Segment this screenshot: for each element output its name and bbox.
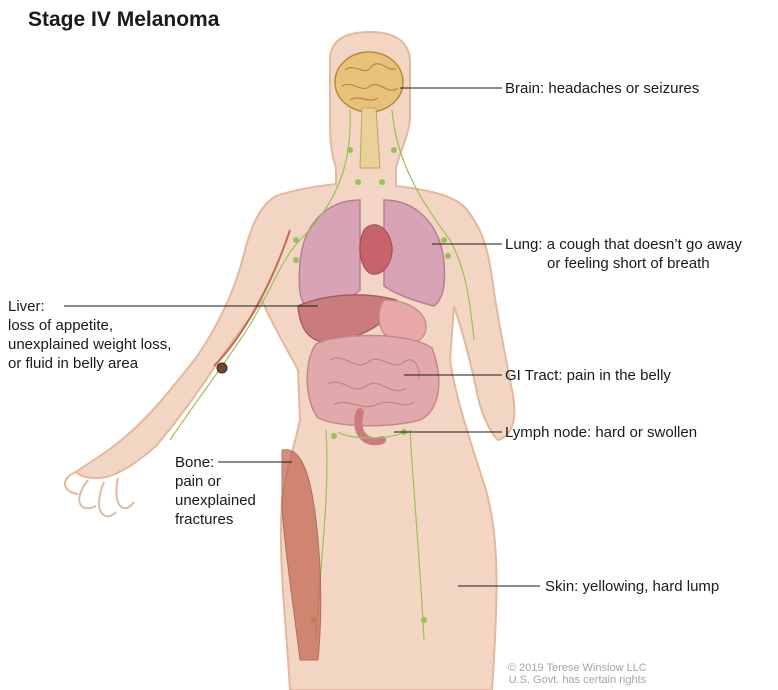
skin-label: Skin: yellowing, hard lump	[545, 577, 719, 596]
gi-tract-label: GI Tract: pain in the belly	[505, 366, 671, 385]
bone-label-line3: fractures	[175, 510, 256, 529]
liver-label-line3: or fluid in belly area	[8, 354, 171, 373]
liver-label-line1: loss of appetite,	[8, 316, 171, 335]
copyright-credit: © 2019 Terese Winslow LLC U.S. Govt. has…	[508, 662, 647, 686]
primary-tumor	[217, 363, 227, 373]
credit-line1: © 2019 Terese Winslow LLC	[508, 662, 647, 674]
bone-label-line2: unexplained	[175, 491, 256, 510]
credit-line2: U.S. Govt. has certain rights	[508, 674, 647, 686]
lung-label-line1: Lung: a cough that doesn’t go away	[505, 235, 742, 254]
lung-label-line2: or feeling short of breath	[505, 254, 742, 273]
liver-label-head: Liver:	[8, 297, 171, 316]
bone-label: Bone: pain or unexplained fractures	[175, 453, 256, 529]
brain-label: Brain: headaches or seizures	[505, 79, 699, 98]
lymph-node-label: Lymph node: hard or swollen	[505, 423, 697, 442]
liver-label-line2: unexplained weight loss,	[8, 335, 171, 354]
bone-label-line1: pain or	[175, 472, 256, 491]
lung-label: Lung: a cough that doesn’t go away or fe…	[505, 235, 742, 273]
liver-label: Liver: loss of appetite, unexplained wei…	[8, 297, 171, 373]
bone-label-head: Bone:	[175, 453, 256, 472]
